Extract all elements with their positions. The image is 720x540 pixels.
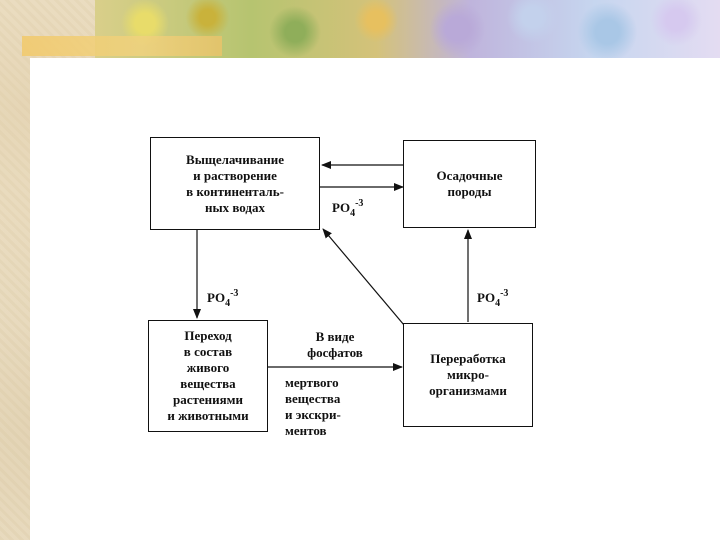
node-living-matter-label: Переход в состав живого вещества растени… bbox=[167, 328, 249, 423]
formula-label-left: PO4-3 bbox=[207, 288, 239, 309]
node-sediments-label: Осадочные породы bbox=[436, 168, 503, 199]
slide-content-area bbox=[30, 58, 720, 540]
formula-superscript: -3 bbox=[355, 198, 364, 209]
formula-base: PO bbox=[207, 290, 226, 305]
node-microorganisms: Переработка микро- организмами bbox=[403, 323, 533, 427]
accent-bar bbox=[22, 36, 222, 56]
arrow-microorganisms-to-leaching bbox=[322, 228, 405, 326]
formula-base: PO bbox=[332, 200, 351, 215]
formula-label-top: PO4-3 bbox=[332, 198, 364, 219]
node-leaching-label: Выщелачивание и растворение в континента… bbox=[186, 151, 284, 215]
formula-subscript: 4 bbox=[495, 298, 501, 309]
formula-base: PO bbox=[477, 290, 496, 305]
formula-label-right: PO4-3 bbox=[477, 288, 509, 309]
node-leaching: Выщелачивание и растворение в континента… bbox=[150, 137, 320, 230]
node-microorganisms-label: Переработка микро- организмами bbox=[429, 351, 507, 398]
node-living-matter: Переход в состав живого вещества растени… bbox=[148, 320, 268, 432]
node-sediments: Осадочные породы bbox=[403, 140, 536, 228]
formula-subscript: 4 bbox=[350, 208, 356, 219]
edge-label-dead-matter: мертвого вещества и экскри- ментов bbox=[285, 375, 341, 438]
edge-label-phosphates: В виде фосфатов bbox=[307, 329, 363, 360]
formula-superscript: -3 bbox=[230, 288, 239, 299]
formula-subscript: 4 bbox=[225, 298, 231, 309]
formula-superscript: -3 bbox=[500, 288, 509, 299]
